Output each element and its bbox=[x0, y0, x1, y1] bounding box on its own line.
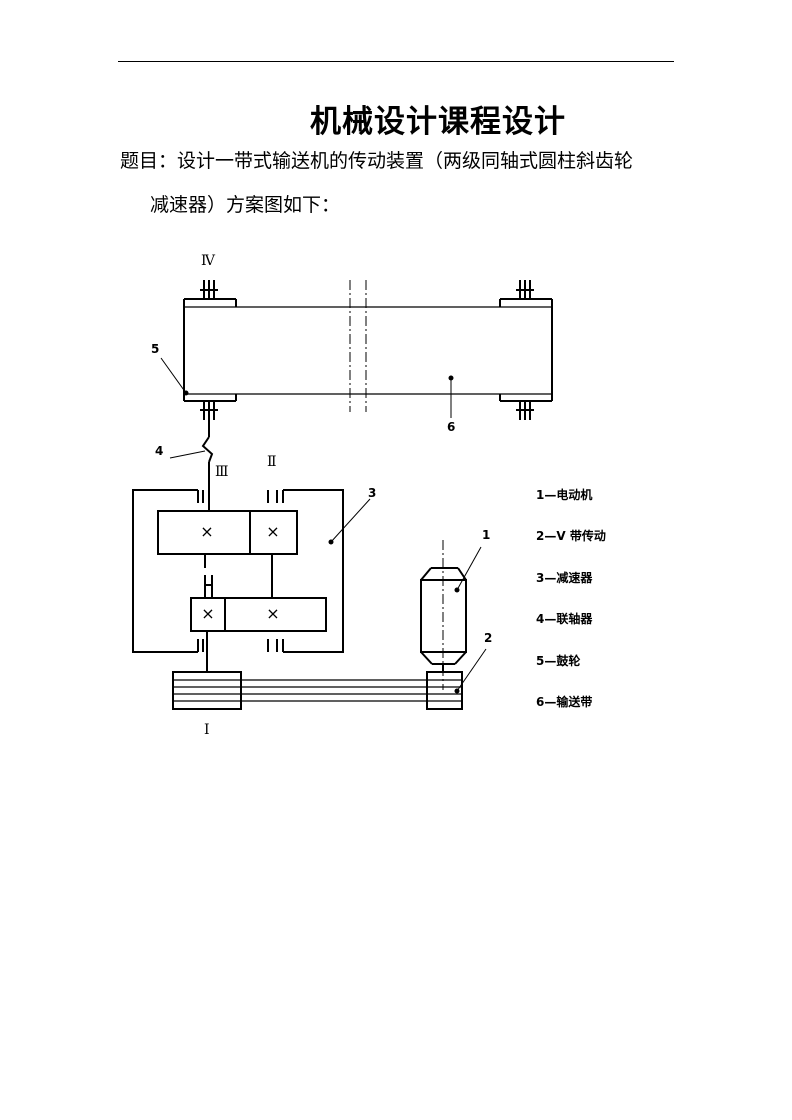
part-number-1: 1 bbox=[482, 528, 490, 542]
part-number-5: 5 bbox=[151, 342, 159, 356]
reducer-housing bbox=[132, 489, 344, 653]
gear-mark-upper-large: × bbox=[200, 522, 213, 541]
shaft-label-ii: Ⅱ bbox=[267, 454, 277, 470]
break-lines bbox=[349, 280, 367, 412]
legend-item-drum: 5—鼓轮 bbox=[536, 653, 581, 668]
leader-lines bbox=[160, 357, 487, 692]
legend-item-motor: 1—电动机 bbox=[536, 487, 592, 502]
document-title: 机械设计课程设计 bbox=[310, 104, 566, 140]
bearing-middle bbox=[204, 554, 213, 598]
leader-dots bbox=[183, 375, 460, 694]
gear-mark-lower-large: × bbox=[266, 604, 279, 623]
gear-lower-large bbox=[224, 597, 327, 632]
legend-item-reducer: 3—减速器 bbox=[536, 570, 593, 585]
bearing-bottom-right bbox=[516, 402, 534, 420]
problem-statement-line1: 题目：设计一带式输送机的传动装置（两级同轴式圆柱斜齿轮 bbox=[120, 150, 634, 172]
legend-item-conveyor-belt: 6—输送带 bbox=[536, 694, 592, 709]
gear-mark-lower-small: × bbox=[201, 604, 214, 623]
gear-mark-upper-small: × bbox=[266, 522, 279, 541]
header-rule bbox=[118, 61, 674, 62]
legend-item-coupling: 4—联轴器 bbox=[536, 611, 593, 626]
legend-item-v-belt: 2—V 带传动 bbox=[536, 528, 606, 543]
parts-legend: 1—电动机 2—V 带传动 3—减速器 4—联轴器 5—鼓轮 6—输送带 bbox=[536, 487, 606, 709]
part-number-6: 6 bbox=[447, 420, 455, 434]
shaft-label-iv: Ⅳ bbox=[201, 253, 216, 269]
problem-statement-line2: 减速器）方案图如下： bbox=[150, 194, 341, 216]
coupling bbox=[201, 436, 214, 463]
conveyor-belt bbox=[183, 299, 553, 401]
drum-right bbox=[499, 298, 552, 402]
gear-upper-small bbox=[249, 510, 298, 555]
bearing-top-left bbox=[200, 280, 218, 298]
drum-left bbox=[184, 298, 237, 402]
electric-motor bbox=[420, 540, 467, 690]
part-number-4: 4 bbox=[155, 444, 163, 458]
shaft-label-iii: Ⅲ bbox=[215, 464, 229, 480]
bearing-bottom-left bbox=[200, 402, 218, 420]
part-number-3: 3 bbox=[368, 486, 376, 500]
v-belt-drive bbox=[172, 671, 463, 710]
part-number-2: 2 bbox=[484, 631, 492, 645]
bearing-top-right bbox=[516, 280, 534, 298]
shaft-label-i: I bbox=[204, 722, 210, 738]
